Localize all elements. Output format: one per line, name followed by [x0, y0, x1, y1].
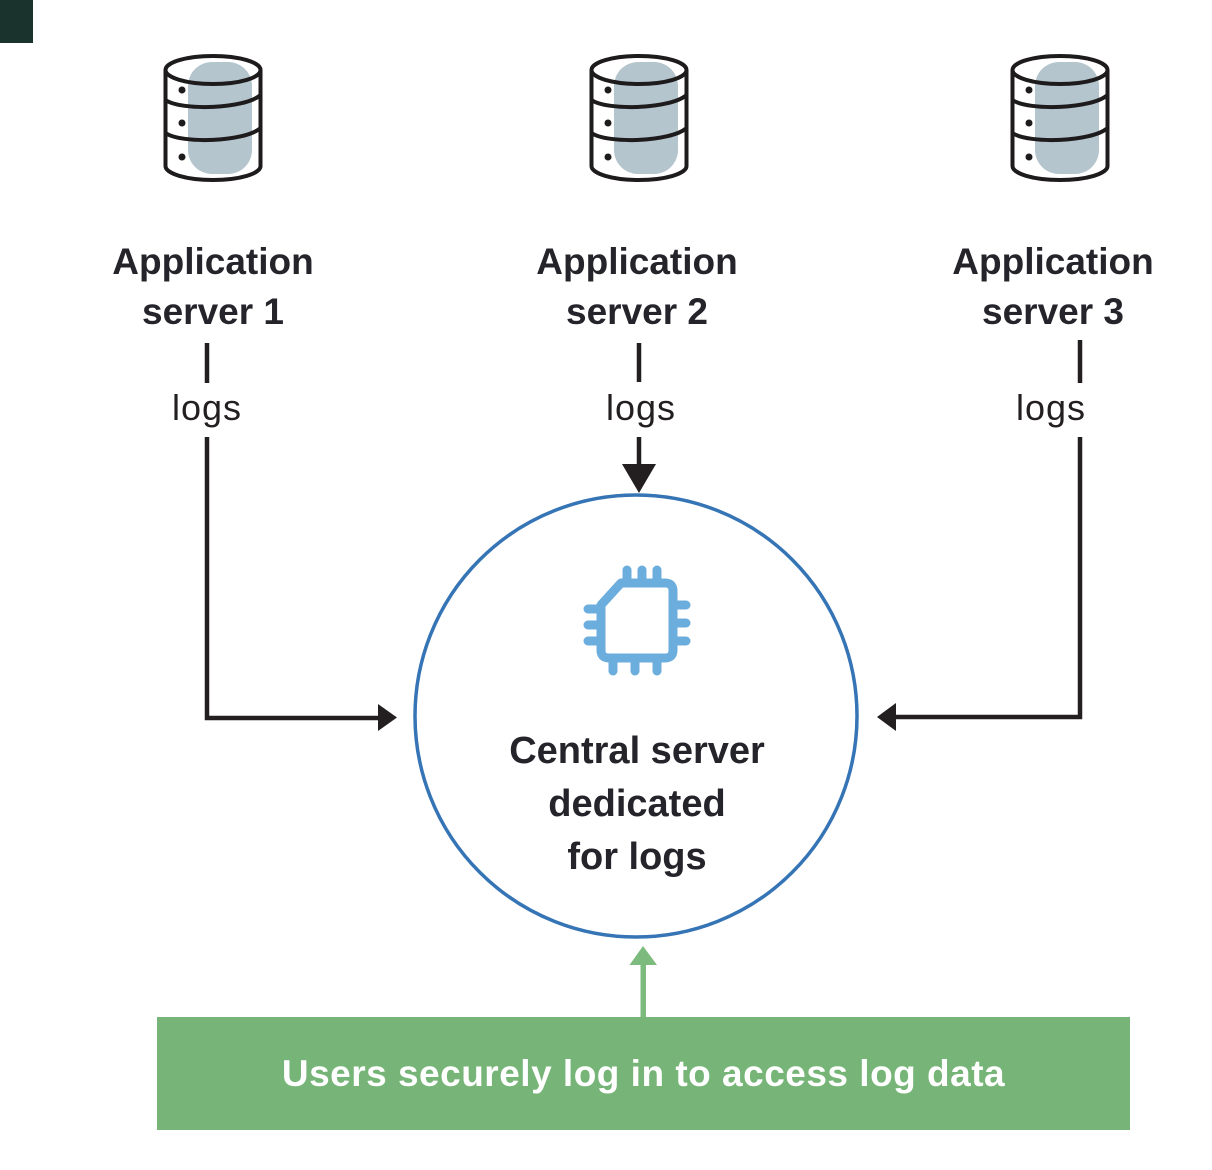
- flow-arrow-server-3: [877, 340, 1083, 731]
- users-banner-text: Users securely log in to access log data: [281, 1052, 1006, 1094]
- logs-edge-label-2: logs: [605, 387, 677, 428]
- corner-mark: [0, 0, 33, 43]
- database-icon-server-2: [589, 54, 689, 182]
- logs-edge-label-1: logs: [171, 387, 243, 428]
- database-icon-server-3: [1010, 54, 1110, 182]
- app-server-3-label: Application server 3: [952, 241, 1154, 332]
- central-server-label: Central server dedicated for logs: [509, 730, 765, 878]
- database-icon-server-1: [163, 54, 263, 182]
- users-banner: Users securely log in to access log data: [157, 1017, 1130, 1130]
- app-server-2-label: Application server 2: [536, 241, 738, 332]
- flow-arrow-server-1: [204, 343, 397, 731]
- cpu-chip-icon: [583, 565, 691, 676]
- flow-arrow-server-2: [622, 343, 656, 493]
- app-server-1-label: Application server 1: [112, 241, 314, 332]
- central-server-circle: [413, 493, 859, 939]
- logs-edge-label-3: logs: [1015, 387, 1086, 428]
- users-access-arrow: [629, 946, 657, 1017]
